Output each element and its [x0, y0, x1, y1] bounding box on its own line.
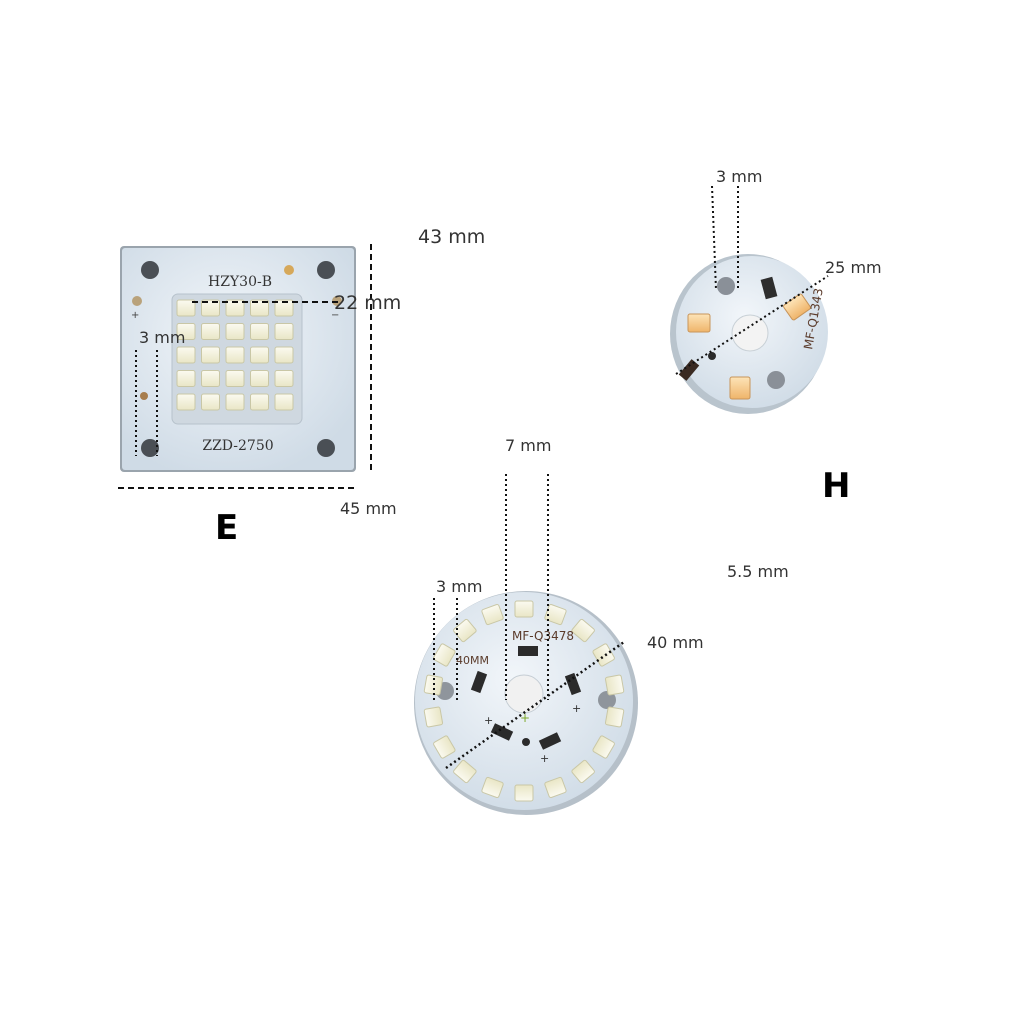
center-hole-label: 7 mm	[505, 436, 552, 455]
led-chip	[274, 393, 294, 411]
svg-text:+: +	[540, 752, 549, 765]
led-chip	[250, 370, 269, 387]
led-chip	[453, 759, 477, 784]
led-chip	[201, 299, 220, 317]
led-chip	[433, 735, 456, 759]
e-height-label: 43 mm	[418, 226, 486, 248]
svg-text:+: +	[131, 310, 139, 321]
offset-label: 5.5 mm	[727, 562, 789, 581]
led-chip	[423, 674, 444, 696]
svg-text:+: +	[520, 711, 530, 725]
led-chip	[250, 346, 269, 364]
h-board-letter: H	[822, 466, 851, 506]
e-hole-label: 3 mm	[139, 328, 186, 347]
mount-hole-label: 3 mm	[436, 577, 483, 596]
led-chip	[176, 370, 196, 387]
led-chip	[274, 323, 294, 340]
svg-text:+: +	[572, 702, 581, 715]
center-silk-size: 40MM	[456, 654, 489, 667]
led-chip	[225, 346, 245, 364]
led-chip	[225, 299, 245, 317]
silk-bottom-label: ZZD-2750	[202, 438, 273, 454]
led-chip	[592, 735, 615, 759]
led-chip	[201, 370, 220, 387]
led-chip	[514, 784, 534, 802]
led-chip	[423, 706, 444, 728]
svg-text:+: +	[484, 714, 493, 727]
h-hole-label: 3 mm	[716, 167, 763, 186]
led-chip	[225, 370, 245, 387]
diameter-label: 40 mm	[647, 633, 704, 652]
led-chip	[544, 604, 567, 626]
led-chip	[433, 643, 456, 667]
led-chip	[250, 323, 269, 340]
e-width-label: 45 mm	[340, 499, 397, 518]
led-chip	[225, 393, 245, 411]
led-chip	[250, 299, 269, 317]
led-chip	[571, 618, 595, 643]
led-chip	[604, 706, 625, 728]
led-chip	[274, 346, 294, 364]
led-chip	[274, 299, 294, 317]
led-chip	[481, 776, 504, 798]
led-chip	[571, 759, 595, 784]
led-chip	[604, 674, 625, 696]
led-chip	[176, 299, 196, 317]
led-chip	[274, 370, 294, 387]
led-chip	[225, 323, 245, 340]
led-chip	[514, 600, 534, 618]
square-led-board: + − HZY30-B ZZD-2750	[118, 244, 372, 489]
h-diameter-label: 25 mm	[825, 258, 882, 277]
led-chip	[201, 393, 220, 411]
led-chip	[201, 323, 220, 340]
led-chip	[544, 776, 567, 798]
small-round-led-board: MF-Q1343	[670, 185, 829, 414]
led-chip	[481, 604, 504, 626]
led-chip	[453, 618, 477, 643]
large-round-led-board: MF-Q3478 40MM + + + +	[414, 474, 638, 815]
led-chip	[250, 393, 269, 411]
e-led-array-label: 22 mm	[334, 292, 402, 314]
led-chip	[176, 393, 196, 411]
center-silk-model: MF-Q3478	[512, 629, 574, 643]
silk-top-label: HZY30-B	[208, 274, 272, 290]
led-chip	[201, 346, 220, 364]
led-chip	[176, 323, 196, 340]
svg-text:−: −	[331, 310, 339, 321]
e-board-letter: E	[215, 508, 239, 548]
led-chip	[176, 346, 196, 364]
